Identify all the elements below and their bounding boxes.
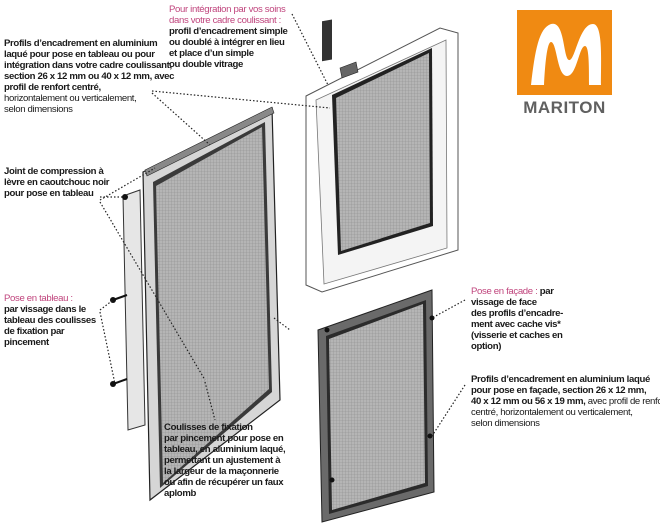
callout-title: Pose en tableau :	[4, 293, 73, 304]
leader-lines	[99, 13, 466, 437]
callout-title: Pour intégration par vos soins	[169, 4, 286, 15]
callout-line: lèvre en caoutchouc noir	[4, 177, 110, 188]
callout-line: intégration dans votre cadre coulissant,	[4, 60, 172, 71]
callout-line: de fixation par	[4, 326, 65, 337]
callout-line: laqué pour pose en tableau ou pour	[4, 49, 155, 60]
callout-line: tableau, en aluminium laqué,	[164, 444, 286, 455]
callout-line: pour pose en tableau	[4, 188, 94, 199]
window-integration	[305, 19, 459, 293]
mariton-logo: MARITON	[517, 10, 612, 118]
callout-line: ou afin de récupérer un faux	[164, 477, 284, 488]
side-rail	[122, 189, 146, 431]
callout-line: avec profil de renfort	[585, 396, 660, 407]
callout-line: et place d’un simple	[169, 48, 254, 59]
callout-joint: Joint de compression à lèvre en caoutcho…	[4, 166, 110, 199]
logo-wordmark: MARITON	[523, 98, 606, 117]
callout-line: pour pose en façade, section 26 x 12 mm,	[471, 385, 647, 396]
screw-icon	[427, 433, 433, 439]
callout-line: des profils d’encadre-	[471, 308, 563, 319]
callout-line: Profils d’encadrement en aluminium	[4, 38, 158, 49]
callout-pose-tableau: Pose en tableau : par vissage dans le ta…	[4, 293, 96, 348]
callout-line: 40 x 12 mm ou 56 x 19 mm,	[471, 396, 586, 407]
callout-line: par	[537, 286, 554, 297]
callout-profils-facade: Profils d’encadrement en aluminium laqué…	[471, 374, 660, 429]
callout-title: Pose en façade :	[471, 286, 538, 297]
callout-line: ment avec cache vis*	[471, 319, 561, 330]
callout-line: aplomb	[164, 488, 197, 499]
logo-mark	[517, 10, 612, 95]
callout-line: selon dimensions	[471, 418, 540, 429]
callout-line: option)	[471, 341, 502, 352]
callout-line: par pincement pour pose en	[164, 433, 284, 444]
callout-line: (visserie et caches en	[471, 330, 563, 341]
screw-icon	[329, 477, 335, 483]
callout-profils-tableau: Profils d’encadrement en aluminium laqué…	[4, 38, 175, 115]
window-facade	[317, 289, 435, 523]
callout-line: ou double vitrage	[169, 59, 244, 70]
callout-line: horizontalement ou verticalement,	[4, 93, 137, 104]
screw-icon	[429, 315, 435, 321]
window-tableau	[110, 106, 281, 502]
callout-line: Joint de compression à	[4, 166, 104, 177]
callout-line: pincement	[4, 337, 49, 348]
callout-line: vissage de face	[471, 297, 537, 308]
callout-line: tableau des coulisses	[4, 315, 96, 326]
callout-line: profil de renfort centré,	[4, 82, 101, 93]
callout-line: par vissage dans le	[4, 304, 86, 315]
callout-line: Coulisses de fixation	[164, 422, 253, 433]
screw-icon	[324, 327, 330, 333]
callout-line: selon dimensions	[4, 104, 73, 115]
callout-line: permettant un ajustement à	[164, 455, 281, 466]
callout-coulisses: Coulisses de fixation par pincement pour…	[164, 422, 286, 499]
callout-title: dans votre cadre coulissant :	[169, 15, 281, 26]
callout-pose-facade: Pose en façade : par vissage de face des…	[471, 286, 563, 352]
callout-line: profil d’encadrement simple	[169, 26, 288, 37]
callout-line: centré, horizontalement ou verticalement…	[471, 407, 633, 418]
callout-line: la largeur de la maçonnerie	[164, 466, 279, 477]
callout-line: section 26 x 12 mm ou 40 x 12 mm, avec	[4, 71, 175, 82]
callout-line: ou doublé à intégrer en lieu	[169, 37, 285, 48]
callout-line: Profils d’encadrement en aluminium laqué	[471, 374, 650, 385]
callout-integration: Pour intégration par vos soins dans votr…	[169, 4, 288, 70]
